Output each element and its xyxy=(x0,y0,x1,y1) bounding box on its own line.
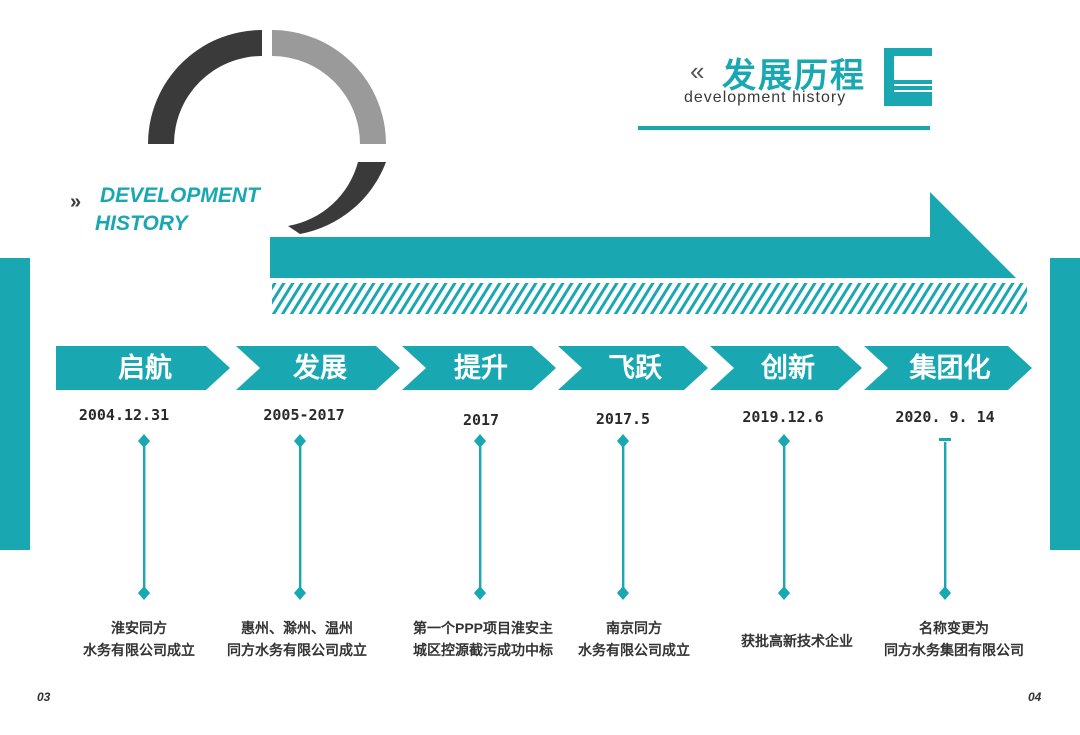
arrow-stripes xyxy=(272,283,1027,314)
connector xyxy=(138,434,150,600)
big-arrow xyxy=(270,192,1016,278)
event-description: 第一个PPP项目淮安主 城区控源截污成功中标 xyxy=(412,620,553,658)
stage-chevron xyxy=(864,346,1032,390)
connector xyxy=(294,434,306,600)
event-date: 2020. 9. 14 xyxy=(895,408,995,426)
event-date: 2019.12.6 xyxy=(742,408,824,426)
title-line-2: HISTORY xyxy=(95,212,188,235)
side-bar-right xyxy=(1050,258,1080,550)
page-title: 发展历程 xyxy=(722,57,866,95)
event-description: 惠州、滁州、温州 同方水务有限公司成立 xyxy=(227,620,367,658)
event-description: 南京同方 水务有限公司成立 xyxy=(578,620,690,658)
event-date: 2005-2017 xyxy=(263,406,345,424)
connector xyxy=(939,438,951,600)
stage-label: 发展 xyxy=(293,353,347,383)
ring-segment-dark-lower xyxy=(288,162,386,234)
stage-label: 启航 xyxy=(118,353,172,383)
stage-chevron xyxy=(558,346,708,390)
double-chevron-right-icon: » xyxy=(70,191,82,213)
header-underline xyxy=(638,126,930,130)
stage-label: 创新 xyxy=(761,353,815,383)
event-date: 2017.5 xyxy=(595,410,651,428)
event-description: 获批高新技术企业 xyxy=(741,633,853,649)
ring-segment-dark xyxy=(148,30,262,144)
page-number-right: 04 xyxy=(1028,690,1042,704)
stage-label: 飞跃 xyxy=(608,353,662,383)
side-bar-left xyxy=(0,258,30,550)
page-number-left: 03 xyxy=(37,690,51,704)
event-description: 淮安同方 水务有限公司成立 xyxy=(83,620,195,658)
stage-label: 集团化 xyxy=(909,353,991,383)
event-date: 2017 xyxy=(462,411,500,429)
page-subtitle: development history xyxy=(684,89,847,106)
stage-chevron xyxy=(402,346,556,390)
event-date: 2004.12.31 xyxy=(78,406,170,424)
connector xyxy=(778,434,790,600)
ring-segment-grey xyxy=(272,30,386,144)
connector xyxy=(474,434,486,600)
stage-chevron xyxy=(236,346,400,390)
title-line-1: DEVELOPMENT xyxy=(100,184,260,207)
stage-chevron xyxy=(710,346,862,390)
stage-chevron xyxy=(56,346,230,390)
double-chevron-left-icon: « xyxy=(690,56,705,86)
event-description: 名称变更为 同方水务集团有限公司 xyxy=(884,620,1024,658)
stage-label: 提升 xyxy=(454,353,508,383)
connector xyxy=(617,434,629,600)
